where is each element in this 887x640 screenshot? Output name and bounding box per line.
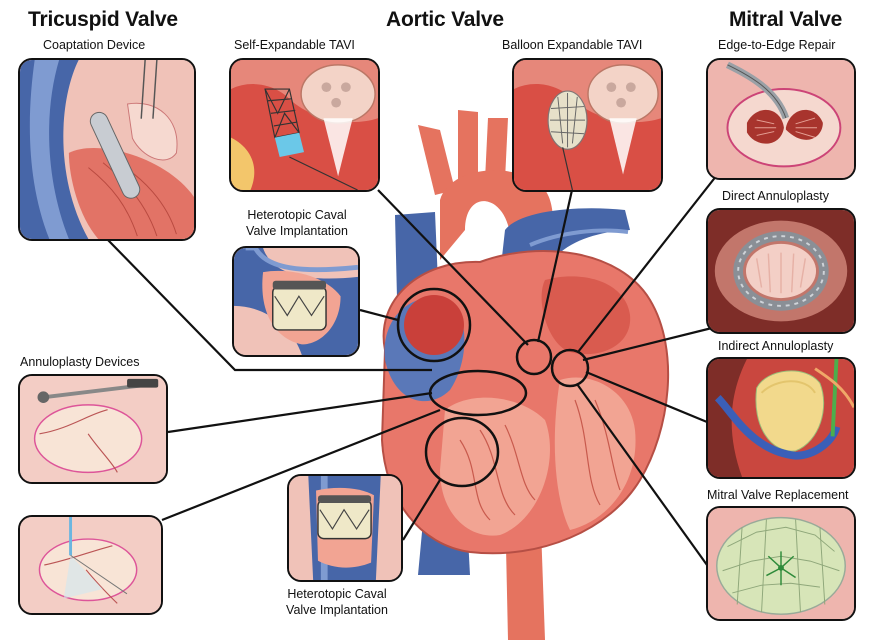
caption-coaptation-device: Coaptation Device — [43, 38, 146, 52]
aortic-branch-middle — [458, 110, 478, 180]
panel-annuloplasty-devices-lower — [18, 515, 163, 615]
panel-edge-to-edge-repair — [706, 58, 856, 180]
aortic-branch-left — [418, 125, 455, 195]
caption-balloon-expandable-tavi: Balloon Expandable TAVI — [502, 38, 643, 52]
panel-caval-valve-top — [232, 246, 360, 357]
tricuspid-valve-header: Tricuspid Valve — [28, 8, 178, 31]
panel-indirect-annuloplasty — [706, 357, 856, 479]
caption-edge-to-edge-repair: Edge-to-Edge Repair — [718, 38, 836, 52]
panel-annuloplasty-devices-upper — [18, 374, 168, 484]
caption-caval-bottom-line2: Valve Implantation — [286, 603, 388, 617]
caption-indirect-annuloplasty: Indirect Annuloplasty — [718, 339, 834, 353]
panel-direct-annuloplasty — [706, 208, 856, 334]
caption-self-expandable-tavi: Self-Expandable TAVI — [234, 38, 355, 52]
aortic-branch-right — [485, 118, 508, 180]
caption-caval-top-line1: Heterotopic Caval — [247, 208, 347, 222]
caption-direct-annuloplasty: Direct Annuloplasty — [722, 189, 830, 203]
panel-self-expandable-tavi — [229, 58, 380, 192]
svc-opening — [404, 295, 464, 355]
aortic-valve-header: Aortic Valve — [386, 8, 504, 31]
caption-caval-bottom-line1: Heterotopic Caval — [287, 587, 387, 601]
panel-caval-valve-bottom — [287, 474, 403, 582]
panel-coaptation-device — [18, 58, 196, 241]
mitral-valve-header: Mitral Valve — [729, 8, 843, 31]
panel-balloon-expandable-tavi — [512, 58, 663, 192]
caption-caval-top-line2: Valve Implantation — [246, 224, 348, 238]
highlight-circle-mitral — [550, 348, 590, 388]
highlight-circle-aortic — [515, 338, 553, 376]
panel-mitral-valve-replacement — [706, 506, 856, 621]
caption-mitral-valve-replacement: Mitral Valve Replacement — [707, 488, 849, 502]
